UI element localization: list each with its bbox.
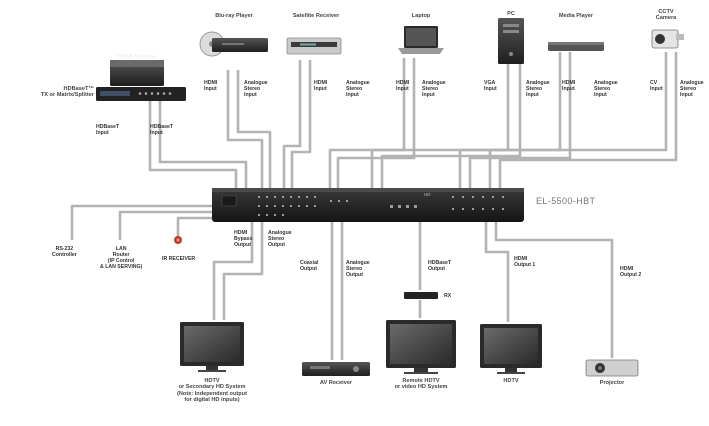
cable-camera-audio (498, 52, 678, 190)
pc-title: PC (507, 11, 515, 17)
projector (585, 359, 639, 377)
hdtv-left-ports: HDMI Bypass Output (234, 230, 253, 248)
hdbaset-port-2: HDBaseT Input (150, 124, 174, 136)
cable-bluray-audio (236, 70, 272, 190)
cable-out-hdtv-left-audio (222, 222, 264, 320)
hdtv-left-caption: HDTV or Secondary HD System (Note: Indep… (177, 378, 247, 404)
hdbaset-port-1: HDBaseT Input (96, 124, 120, 136)
hdmi-output-1-label: HDMI Output 1 (514, 256, 536, 268)
remote-hdtv (386, 320, 456, 374)
cable-out-hdmi1 (484, 222, 510, 322)
laptop-port-hdmi: HDMI Input (396, 80, 410, 92)
media-player (548, 42, 604, 51)
media-port-hdmi: HDMI Input (562, 80, 576, 92)
sat-port-audio: Analogue Stereo Input (346, 80, 370, 98)
hdbaset-rx (404, 292, 438, 299)
bluray-title: Blu-ray Player (215, 13, 253, 19)
av-port-audio: Analogue Stereo Output (346, 260, 370, 278)
cable-pc-audio (380, 64, 522, 190)
cable-ir (176, 216, 222, 238)
cable-media-hdmi (458, 52, 562, 190)
cable-rs232 (70, 204, 222, 240)
cable-lan (118, 210, 222, 240)
rs232-label: RS-232 Controller (52, 246, 77, 258)
hdtv-left (180, 322, 244, 372)
cable-bluray-hdmi (226, 70, 264, 190)
av-receiver (302, 362, 370, 376)
bluray-port-audio: Analogue Stereo Input (244, 80, 268, 98)
satellite-title: Satellite Receiver (292, 13, 340, 19)
cable-camera-cv (488, 52, 668, 190)
hdtv-left-audio: Analogue Stereo Output (268, 230, 292, 248)
cable-sat-hdmi (282, 60, 302, 190)
lan-label: LAN Router (IP Control & LAN SERVING) (100, 246, 143, 270)
camera-title: CCTV Camera (655, 9, 677, 22)
cable-hdbaset-in-2 (158, 90, 248, 200)
av-port-coax: Coaxial Output (300, 260, 319, 272)
hub-model-label: EL-5500-HBT (536, 196, 596, 206)
hdmi-sources-title: HDMI Sources (118, 54, 156, 60)
camera-port-cv: CV Input (650, 80, 663, 92)
hdmi-sources (110, 60, 164, 86)
cable-hdbaset-in-1 (148, 90, 238, 200)
cable-laptop-audio (336, 58, 416, 190)
pc-port-audio: Analogue Stereo Input (526, 80, 550, 98)
bluray-port-hdmi: HDMI Input (204, 80, 218, 92)
hdtv (480, 324, 542, 374)
sat-port-hdmi: HDMI Input (314, 80, 328, 92)
hdbaset-output-label: HDBaseT Output (428, 260, 452, 272)
pc-port-vga: VGA Input (484, 80, 497, 92)
cable-laptop-hdmi (328, 58, 406, 190)
cctv-camera (651, 29, 684, 49)
hdtv-caption: HDTV (503, 378, 519, 384)
camera-port-audio: Analogue Stereo Input (680, 80, 704, 98)
bluray-player (199, 31, 268, 57)
laptop-port-audio: Analogue Stereo Input (422, 80, 446, 98)
cable-out-hdmi2 (494, 222, 614, 358)
cables (70, 52, 678, 360)
cable-pc-vga (370, 64, 510, 190)
hdbaset-tx-title: HDBaseT™ TX or Matrix/Splitter (40, 86, 94, 99)
rx-label: RX (444, 293, 452, 299)
hdmi-output-2-label: HDMI Output 2 (620, 266, 642, 278)
ir-label: IR RECEIVER (162, 256, 196, 262)
cable-sat-audio (290, 60, 312, 190)
hub-badge: HD (424, 192, 431, 197)
hdbaset-tx (96, 87, 186, 101)
satellite-receiver (286, 37, 342, 55)
projector-caption: Projector (599, 380, 625, 386)
hub-device: HD (212, 188, 524, 222)
laptop (398, 26, 444, 54)
laptop-title: Laptop (411, 13, 431, 19)
cable-media-audio (468, 52, 572, 190)
remote-hdtv-caption: Remote HDTV or video HD System (394, 378, 448, 391)
ir-receiver (174, 236, 182, 244)
av-receiver-caption: AV Receiver (319, 380, 353, 386)
media-player-title: Media Player (558, 13, 594, 19)
pc-tower (498, 18, 524, 64)
media-port-audio: Analogue Stereo Input (594, 80, 618, 98)
cable-out-hdtv-left (212, 222, 254, 320)
